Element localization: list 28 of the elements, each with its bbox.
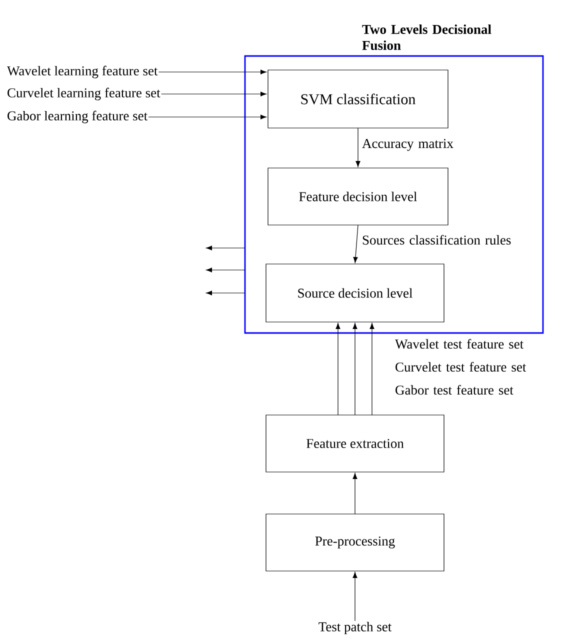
process-box: Feature extraction: [266, 414, 444, 472]
arrow: [206, 290, 246, 296]
arrow: [161, 92, 266, 96]
arrow: [206, 246, 246, 250]
process-box: SVM classification: [268, 70, 448, 128]
arrow: [356, 128, 360, 168]
process-box: Feature decision level: [268, 168, 448, 226]
arrow: [206, 268, 246, 272]
edge-label: Sources classification rules: [362, 235, 511, 245]
arrow: [158, 70, 266, 74]
input-label: Test patch set: [318, 622, 392, 634]
process-box: Source decision level: [266, 264, 444, 322]
arrow: [352, 473, 358, 514]
edge-label: Wavelet test feature set: [395, 339, 524, 349]
arrow: [370, 323, 374, 416]
arrow: [352, 572, 358, 622]
input-label: Gabor learning feature set: [8, 110, 148, 124]
arrow: [148, 114, 266, 120]
input-label: Curvelet learning feature set: [8, 88, 160, 100]
edge-label: Accuracy matrix: [362, 139, 454, 151]
edge-label: Gabor test feature set: [396, 385, 514, 395]
arrow: [336, 323, 340, 416]
input-label: Wavelet learning feature set: [7, 66, 158, 78]
arrow: [353, 224, 358, 264]
edge-label: Curvelet test feature set: [396, 362, 526, 372]
arrow: [352, 323, 358, 416]
node-label: Two Levels Decisional Fusion: [362, 24, 492, 50]
process-box: Pre-processing: [266, 514, 444, 572]
